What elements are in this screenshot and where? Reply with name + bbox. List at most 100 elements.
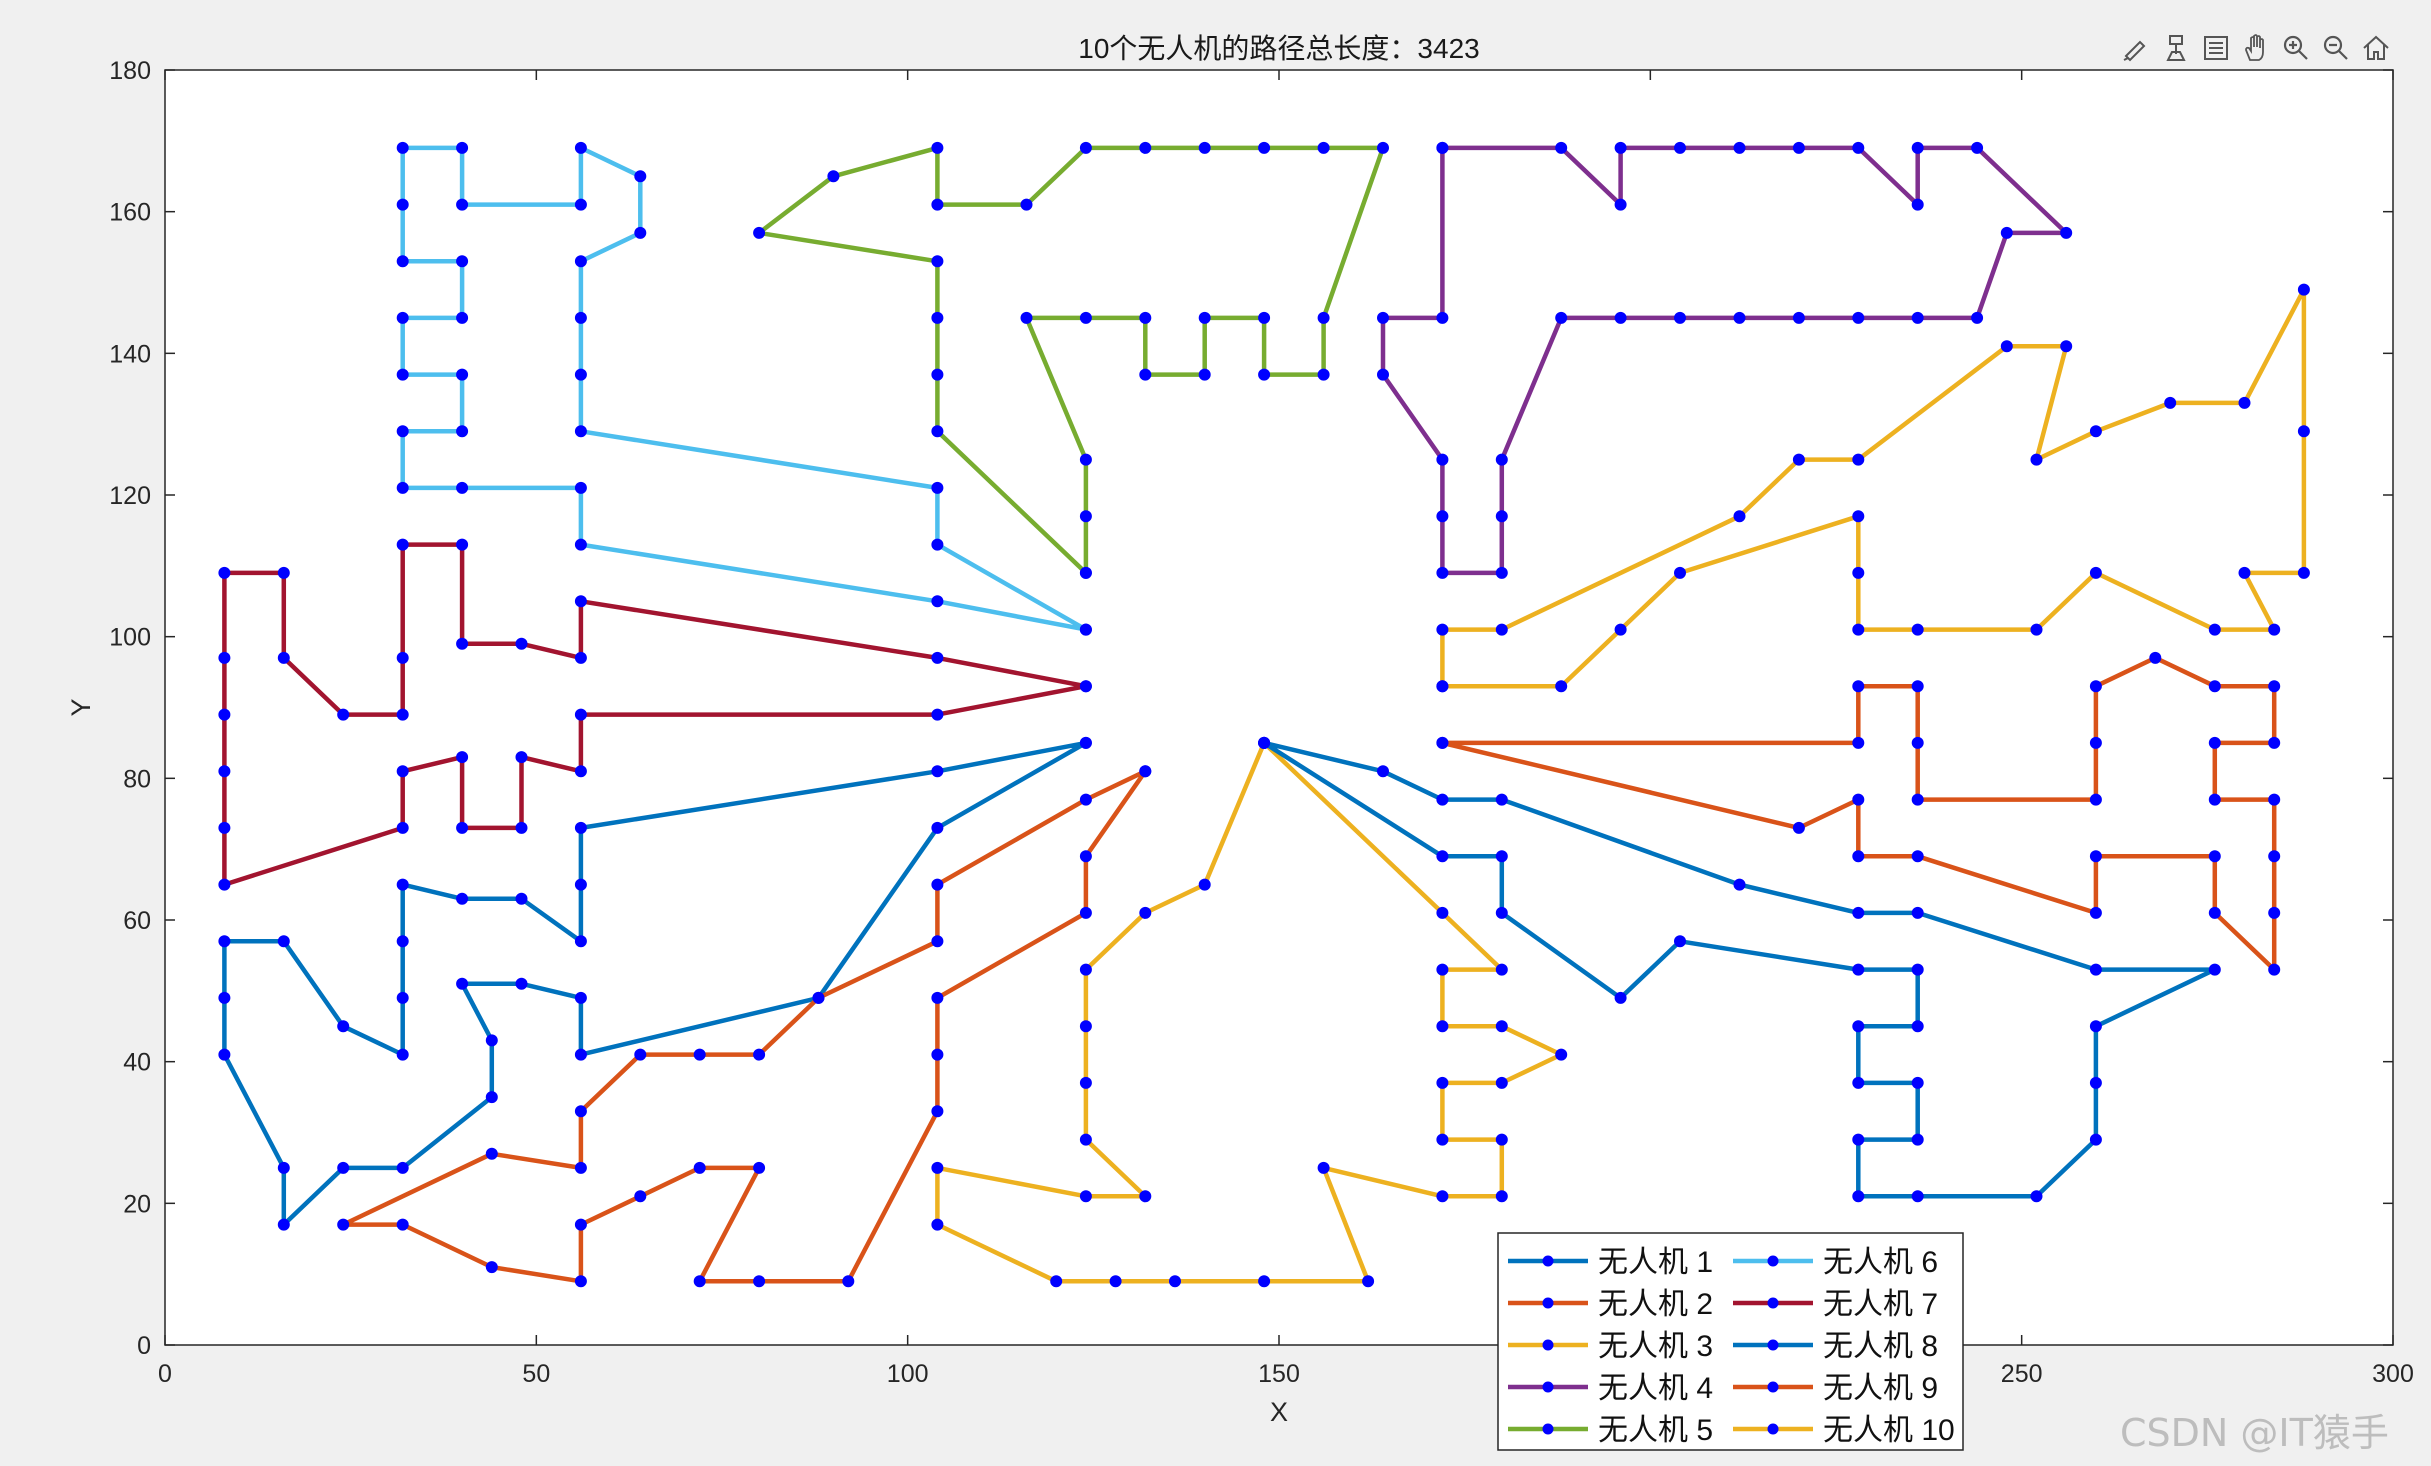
data-point [1674,141,1686,154]
data-point [753,1048,766,1061]
data-point [2268,623,2281,636]
data-point [753,1275,766,1288]
data-point [1495,793,1508,806]
data-point [1911,736,1924,749]
data-point [574,1048,587,1061]
legend-item[interactable]: 无人机 2 [1508,1288,1713,1321]
data-point [2089,793,2102,806]
data-point [2297,283,2310,296]
data-point [1495,623,1508,636]
data-point [574,538,587,551]
data-point [1852,1190,1865,1203]
series-4 [1377,141,2073,579]
legend-item[interactable]: 无人机 8 [1733,1330,1938,1363]
legend-icon[interactable] [2198,30,2234,66]
data-point [456,368,469,381]
pan-hand-icon[interactable] [2238,30,2274,66]
data-point [827,170,840,183]
data-point [1555,680,1568,693]
zoom-out-icon[interactable] [2318,30,2354,66]
data-point [2297,566,2310,579]
data-point [1079,1133,1092,1146]
data-point [2089,850,2102,863]
data-point [1050,1275,1063,1288]
data-point [1436,1020,1449,1033]
data-point [456,198,469,211]
data-tip-icon[interactable] [2158,30,2194,66]
data-point [396,1218,409,1231]
data-point [1555,141,1568,154]
data-point [931,425,944,438]
data-point [1436,736,1449,749]
series-7 [218,538,1092,891]
axes-toolbar [2118,30,2394,66]
data-point [456,821,469,834]
series-line [1441,655,2277,972]
data-point [1079,566,1092,579]
data-point [485,1034,498,1047]
data-point [396,708,409,721]
data-point [1852,623,1865,636]
data-point [574,651,587,664]
data-point [1792,821,1805,834]
data-point [2208,680,2221,693]
series-6 [396,141,1092,636]
data-point [1079,1020,1092,1033]
legend-marker [1767,1297,1779,1309]
data-point [1792,311,1805,324]
legend-item[interactable]: 无人机 1 [1508,1246,1713,1279]
legend-item[interactable]: 无人机 10 [1733,1414,1955,1447]
x-tick-label: 100 [887,1360,929,1388]
data-point [1436,963,1449,976]
data-point [1614,311,1627,324]
legend-item[interactable]: 无人机 6 [1733,1246,1938,1279]
data-point [693,1275,706,1288]
data-point [1377,765,1389,778]
data-point [396,1161,409,1174]
home-icon[interactable] [2358,30,2394,66]
data-point [1971,311,1984,324]
legend-item[interactable]: 无人机 3 [1508,1330,1713,1363]
data-point [574,935,587,948]
data-point [2089,736,2102,749]
data-point [634,226,647,239]
y-tick-label: 0 [137,1332,151,1360]
legend-item[interactable]: 无人机 4 [1508,1372,1713,1405]
data-point [1258,141,1271,154]
data-point [2060,340,2073,353]
data-point [515,821,528,834]
data-point [931,651,944,664]
legend-label: 无人机 7 [1823,1288,1938,1321]
data-point [931,538,944,551]
data-point [2268,906,2281,919]
data-point [812,991,825,1004]
data-point [1852,963,1865,976]
data-point [1079,1076,1092,1089]
zoom-in-icon[interactable] [2278,30,2314,66]
data-point [1733,878,1746,891]
data-point [1495,510,1508,523]
data-point [2089,1133,2102,1146]
series-layer [218,141,2310,1288]
y-tick-label: 160 [109,199,151,227]
legend[interactable]: 无人机 1 无人机 2 无人机 3 无人机 4 无人机 5 无人机 6 无人机 7 无人机 8… [1497,1232,1964,1451]
data-point [485,1261,498,1274]
data-point [396,765,409,778]
legend-item[interactable]: 无人机 5 [1508,1414,1713,1447]
y-tick-label: 60 [123,907,151,935]
data-point [1911,1020,1924,1033]
data-point [1614,991,1627,1004]
data-point [1109,1275,1122,1288]
legend-item[interactable]: 无人机 9 [1733,1372,1938,1405]
data-point [693,1048,706,1061]
legend-item[interactable]: 无人机 7 [1733,1288,1938,1321]
brush-icon[interactable] [2118,30,2154,66]
data-point [1020,198,1033,211]
watermark: CSDN @IT猿手 [2120,1411,2389,1455]
data-point [456,311,469,324]
data-point [1169,1275,1181,1288]
data-point [1852,1020,1865,1033]
data-point [1852,850,1865,863]
data-point [1674,935,1686,948]
